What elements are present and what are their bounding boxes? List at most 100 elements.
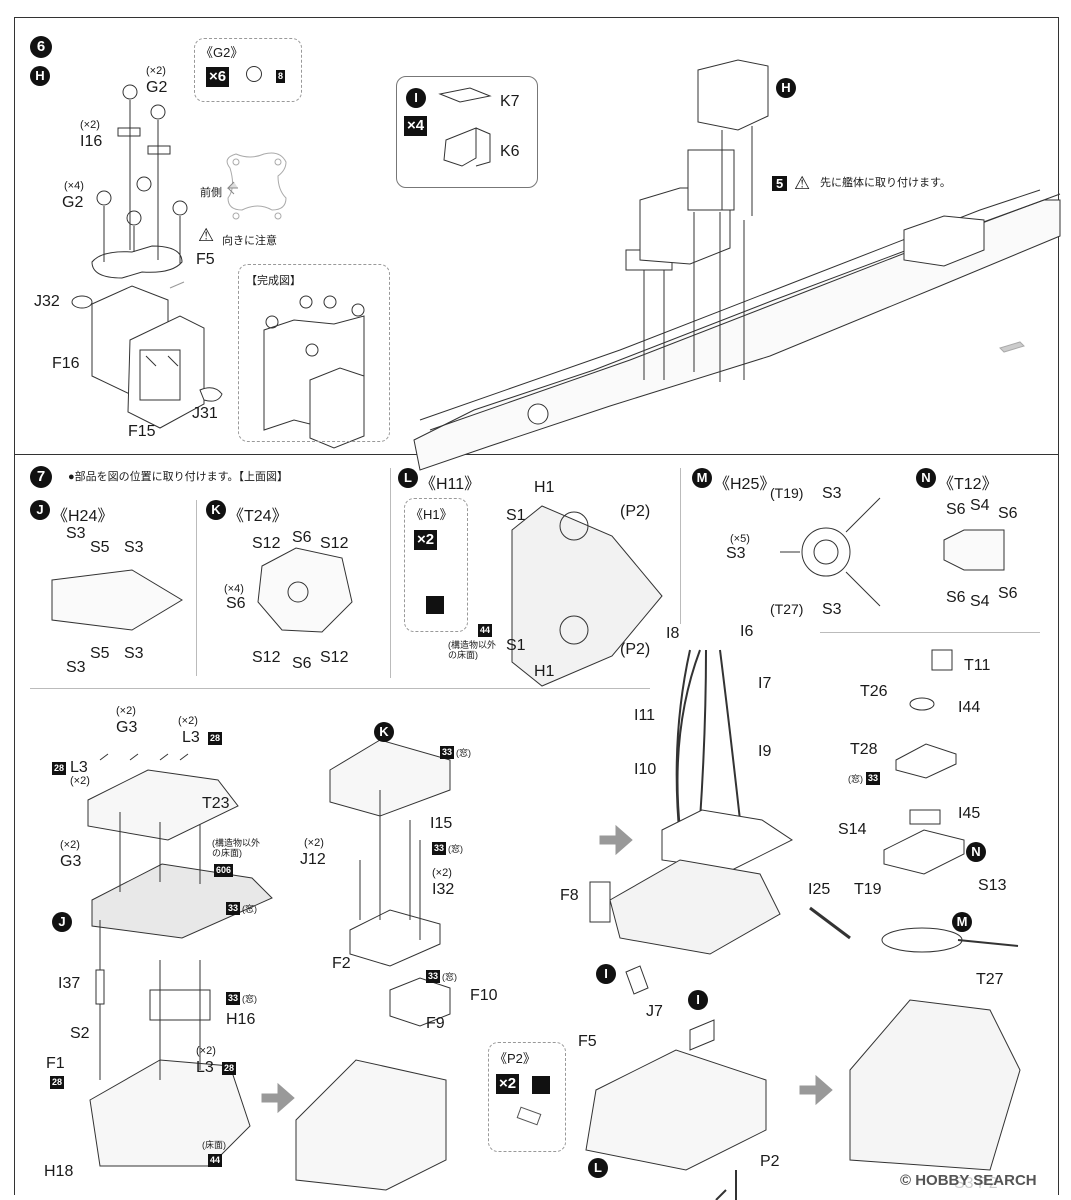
step7-number: 7: [30, 466, 52, 488]
m-s3-top: S3: [822, 485, 842, 502]
a4-t11: T11: [964, 657, 991, 674]
a1-g3-left-count: (×2): [60, 839, 80, 851]
a4-window: (窓): [848, 774, 863, 784]
a3-circle-l: L: [588, 1158, 608, 1178]
a4-t19: T19: [854, 881, 882, 898]
h1-paint-icon: [426, 596, 444, 614]
j-label-5: S5: [90, 645, 110, 662]
m-t27: (T27): [770, 601, 804, 617]
step5-reference: 5: [772, 176, 788, 191]
p2-box-multiplier: ×2: [496, 1074, 520, 1094]
a1-paint-28d: 28: [222, 1062, 237, 1075]
a1-l3-count: (×2): [178, 715, 198, 727]
a2-f9: F9: [426, 1015, 445, 1032]
k-s6-label: S6: [226, 595, 246, 612]
l-p2-bottom: (P2): [620, 641, 651, 658]
p2-box-title: 《P2》: [494, 1051, 536, 1066]
a1-t23: T23: [202, 795, 230, 812]
j-label-1: S3: [66, 525, 86, 542]
n-label-4: S6: [946, 589, 966, 606]
a1-window-a: (窓): [242, 904, 257, 914]
l-panel-title: 《H11》: [420, 476, 481, 493]
a1-paint-606: 606: [214, 864, 234, 877]
divider-jk: [196, 500, 197, 676]
n-label-3: S6: [998, 505, 1018, 522]
complete-figure-box: [238, 264, 390, 442]
l-floor-note: (構造物以外 の床面): [448, 640, 496, 661]
h1-box-multiplier: ×2: [414, 530, 438, 550]
n-label-5: S4: [970, 593, 990, 610]
g2-part-icon: [246, 66, 262, 82]
p2-sub-box: [488, 1042, 566, 1152]
k-label-6: S12: [320, 649, 349, 666]
k-panel-circle: K: [206, 500, 226, 520]
a3-i11: I11: [634, 707, 656, 724]
n-label-2: S4: [970, 497, 990, 514]
divider-lm: [680, 468, 681, 624]
step6-circle-h: H: [30, 66, 50, 86]
a1-i37: I37: [58, 975, 81, 992]
n-label-6: S6: [998, 585, 1018, 602]
m-t19: (T19): [770, 485, 804, 501]
a1-l3: L3: [182, 729, 200, 746]
j-panel-circle: J: [30, 500, 50, 520]
divider-horizontal: [30, 688, 650, 689]
m-panel-circle: M: [692, 468, 712, 488]
divider-horizontal-right: [820, 632, 1040, 633]
m-count: (×5): [730, 533, 750, 545]
a3-circle-i-b: I: [688, 990, 708, 1010]
a4-s13: S13: [978, 877, 1007, 894]
a3-p2: P2: [760, 1153, 780, 1170]
a1-paint-28c: 28: [50, 1076, 65, 1089]
a2-i32-count: (×2): [432, 867, 452, 879]
a4-paint-33: 33: [866, 772, 881, 785]
step6-number: 6: [30, 36, 52, 58]
a4-circle-n: N: [966, 842, 986, 862]
n-panel-title: 《T12》: [938, 476, 998, 493]
a1-window-b: (窓): [242, 994, 257, 1004]
a1-h18: H18: [44, 1163, 74, 1180]
complete-label: 【完成図】: [246, 275, 301, 287]
a2-window-a: (窓): [456, 748, 471, 758]
g2-box: [194, 38, 302, 102]
a4-t26: T26: [860, 683, 888, 700]
j-label-4: S3: [66, 659, 86, 676]
a1-f1: F1: [46, 1055, 65, 1072]
step5-note: 先に艦体に取り付けます。: [820, 177, 951, 189]
l-h1-top: H1: [534, 479, 555, 496]
orientation-note: 向きに注意: [222, 235, 277, 247]
step7-instruction: ●部品を図の位置に取り付けます。【上面図】: [68, 471, 289, 483]
l-paint-44: 44: [478, 624, 493, 637]
p2-paint-icon: [532, 1076, 550, 1094]
j-panel-title: 《H24》: [52, 508, 114, 525]
a2-f2: F2: [332, 955, 351, 972]
a2-f10: F10: [470, 987, 498, 1004]
k-label-4: S12: [252, 649, 281, 666]
a1-paint-28a: 28: [208, 732, 223, 745]
i16-count: (×2): [80, 119, 100, 131]
n-label-1: S6: [946, 501, 966, 518]
a4-t27: T27: [976, 971, 1004, 988]
n-panel-circle: N: [916, 468, 936, 488]
a1-floor-note2: (床面): [202, 1140, 226, 1150]
k-label-5: S6: [292, 655, 312, 672]
k-label-3: S12: [320, 535, 349, 552]
g2-top-count: (×2): [146, 65, 166, 77]
divider-kl: [390, 468, 391, 678]
a3-j7: J7: [646, 1003, 663, 1020]
j-label-6: S3: [124, 645, 144, 662]
l-h1-bottom: H1: [534, 663, 555, 680]
a1-l3-bottom-count: (×2): [196, 1045, 216, 1057]
k-label-2: S6: [292, 529, 312, 546]
a4-i44: I44: [958, 699, 981, 716]
a4-s14: S14: [838, 821, 867, 838]
a1-h16: H16: [226, 1011, 256, 1028]
a1-paint-33a: 33: [226, 902, 241, 915]
g2-paint-number: 8: [276, 70, 286, 83]
m-s3-left: S3: [726, 545, 746, 562]
l-panel-circle: L: [398, 468, 418, 488]
a1-floor-note: (構造物以外 の床面): [212, 838, 260, 859]
j-label-2: S5: [90, 539, 110, 556]
g2-left-count: (×4): [64, 180, 84, 192]
l-s1-bottom: S1: [506, 637, 526, 654]
